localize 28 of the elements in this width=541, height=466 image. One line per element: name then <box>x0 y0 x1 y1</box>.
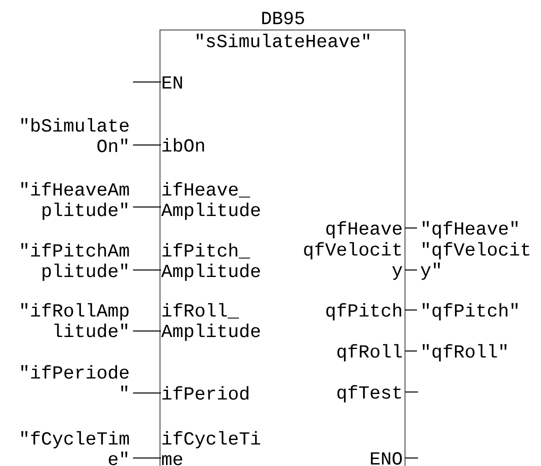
pin-label: qfTest <box>337 385 401 402</box>
pin-label: qfHeave <box>326 221 402 238</box>
wire <box>404 350 418 352</box>
operand-label: "ifHeaveAm plitude" <box>21 182 129 220</box>
operand-label: "qfRoll" <box>422 344 506 362</box>
wire <box>132 330 162 332</box>
operand-label: "bSimulate On" <box>21 118 129 152</box>
operand-label: "ifRollAmp litude" <box>21 303 129 338</box>
pin-label: ENO <box>370 452 402 465</box>
wire <box>132 206 162 208</box>
pin-label: ifCycleTi me <box>162 431 260 466</box>
operand-label: "qfPitch" <box>422 303 518 320</box>
operand-label: "qfHeave" <box>422 221 518 238</box>
operand-label: "ifPitchAm plitude" <box>21 243 129 281</box>
operand-label: "ifPeriode " <box>21 365 129 392</box>
pin-label: qfVelocit y <box>304 242 402 280</box>
wire <box>132 392 162 394</box>
pin-label: ifPitch_ Amplitude <box>161 243 260 281</box>
pin-label: ifHeave_ Amplitude <box>161 182 260 220</box>
pin-label: ifPeriod <box>162 386 248 400</box>
pin-label: qfRoll <box>337 344 402 362</box>
pin-label: EN <box>162 76 182 89</box>
pin-label: qfPitch <box>326 303 402 320</box>
operand-label: "fCycleTim e" <box>21 431 129 466</box>
pin-label: ibOn <box>162 138 204 152</box>
operand-label: "qfVelocit y" <box>420 242 530 280</box>
pin-label: ifRoll_ Amplitude <box>161 303 260 341</box>
wire <box>132 144 162 146</box>
